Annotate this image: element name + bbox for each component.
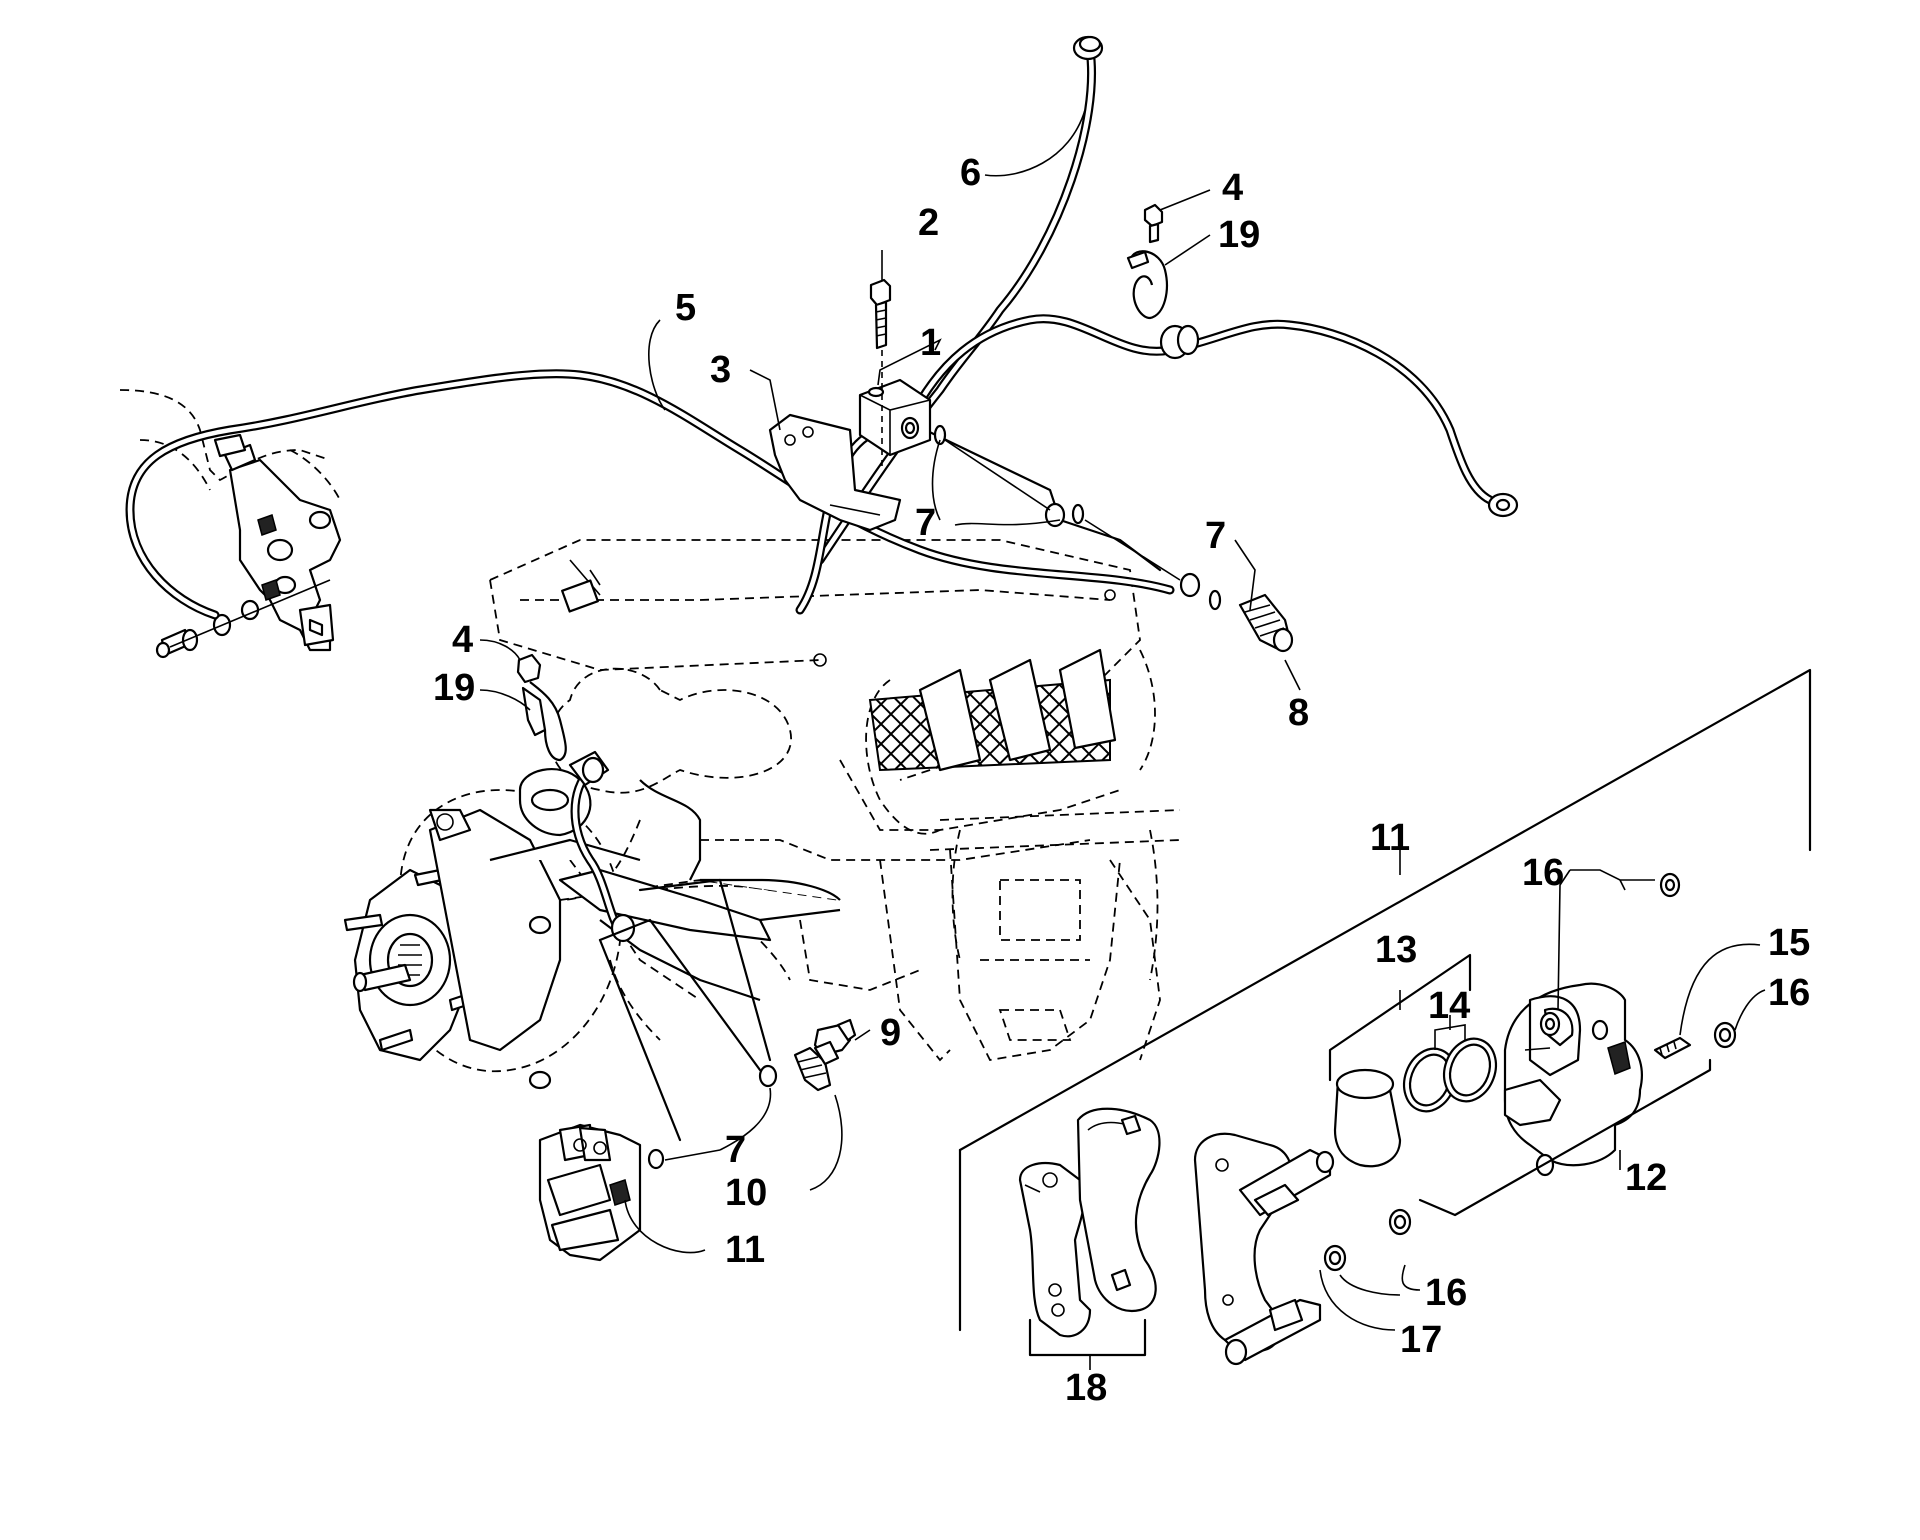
callout-12: 12 [1625, 1157, 1667, 1199]
callout-1: 1 [920, 322, 941, 364]
callout-8: 8 [1288, 692, 1309, 734]
piston-seals [1402, 1037, 1498, 1113]
front-caliper-assembly [538, 1123, 642, 1262]
callout-19-lower: 19 [433, 667, 475, 709]
master-cylinder-banjo [155, 579, 331, 659]
caliper-housing [1503, 982, 1643, 1177]
washer-7-lower [758, 1064, 778, 1088]
hose-clip-lower [516, 653, 567, 762]
guide-pin-15 [1653, 1036, 1692, 1060]
junction-block [858, 378, 932, 457]
leader-lines [479, 109, 1812, 1370]
callout-5: 5 [675, 287, 696, 329]
caliper-piston [1333, 1068, 1402, 1168]
washer-7-caliper [647, 1148, 665, 1170]
callout-17: 17 [1400, 1319, 1442, 1361]
hood-panel [561, 559, 1116, 667]
bolt-2 [869, 278, 892, 470]
banjo-bolt-8 [1238, 593, 1294, 653]
brake-hoses [125, 45, 1495, 935]
callout-15: 15 [1768, 922, 1810, 964]
callout-2: 2 [918, 202, 939, 244]
callout-4-lower: 4 [452, 619, 473, 661]
callout-19-upper: 19 [1218, 214, 1260, 256]
callout-numbers: 1 2 3 4 19 5 6 7 7 8 4 19 9 7 10 11 11 1… [433, 152, 1810, 1409]
callout-10: 10 [725, 1172, 767, 1214]
front-hose-fitting [568, 750, 636, 943]
callout-6: 6 [960, 152, 981, 194]
bleeder-bolt-9 [813, 1018, 857, 1057]
master-cylinder [213, 433, 342, 652]
ring-terminal [1487, 492, 1519, 518]
callout-16-top: 16 [1522, 852, 1564, 894]
callout-14: 14 [1428, 985, 1470, 1027]
callout-7-right: 7 [1205, 515, 1226, 557]
callout-13: 13 [1375, 929, 1417, 971]
callout-16-lower: 16 [1425, 1272, 1467, 1314]
callout-9: 9 [880, 1012, 901, 1054]
mounting-bracket [768, 413, 902, 532]
callout-7-lower: 7 [725, 1129, 746, 1171]
callout-3: 3 [710, 349, 731, 391]
callout-7-upper: 7 [915, 502, 936, 544]
caliper-bracket [1193, 1132, 1335, 1366]
front-grille [868, 648, 1117, 772]
brake-pads [1018, 1107, 1161, 1338]
callout-4-upper: 4 [1222, 167, 1243, 209]
hose-grommet [1159, 324, 1200, 360]
junction-washers [933, 424, 1222, 611]
banjo-bolt-10 [793, 1040, 840, 1092]
callout-18: 18 [1065, 1367, 1107, 1409]
callout-16-right: 16 [1768, 972, 1810, 1014]
hose-clip-upper [1126, 203, 1168, 320]
hose-end-cap [1072, 35, 1104, 61]
callout-11-upper: 11 [1370, 817, 1410, 859]
wheel-hub-disc [343, 768, 841, 1090]
callout-11-lower: 11 [725, 1229, 765, 1271]
caliper-washers [1323, 872, 1737, 1272]
